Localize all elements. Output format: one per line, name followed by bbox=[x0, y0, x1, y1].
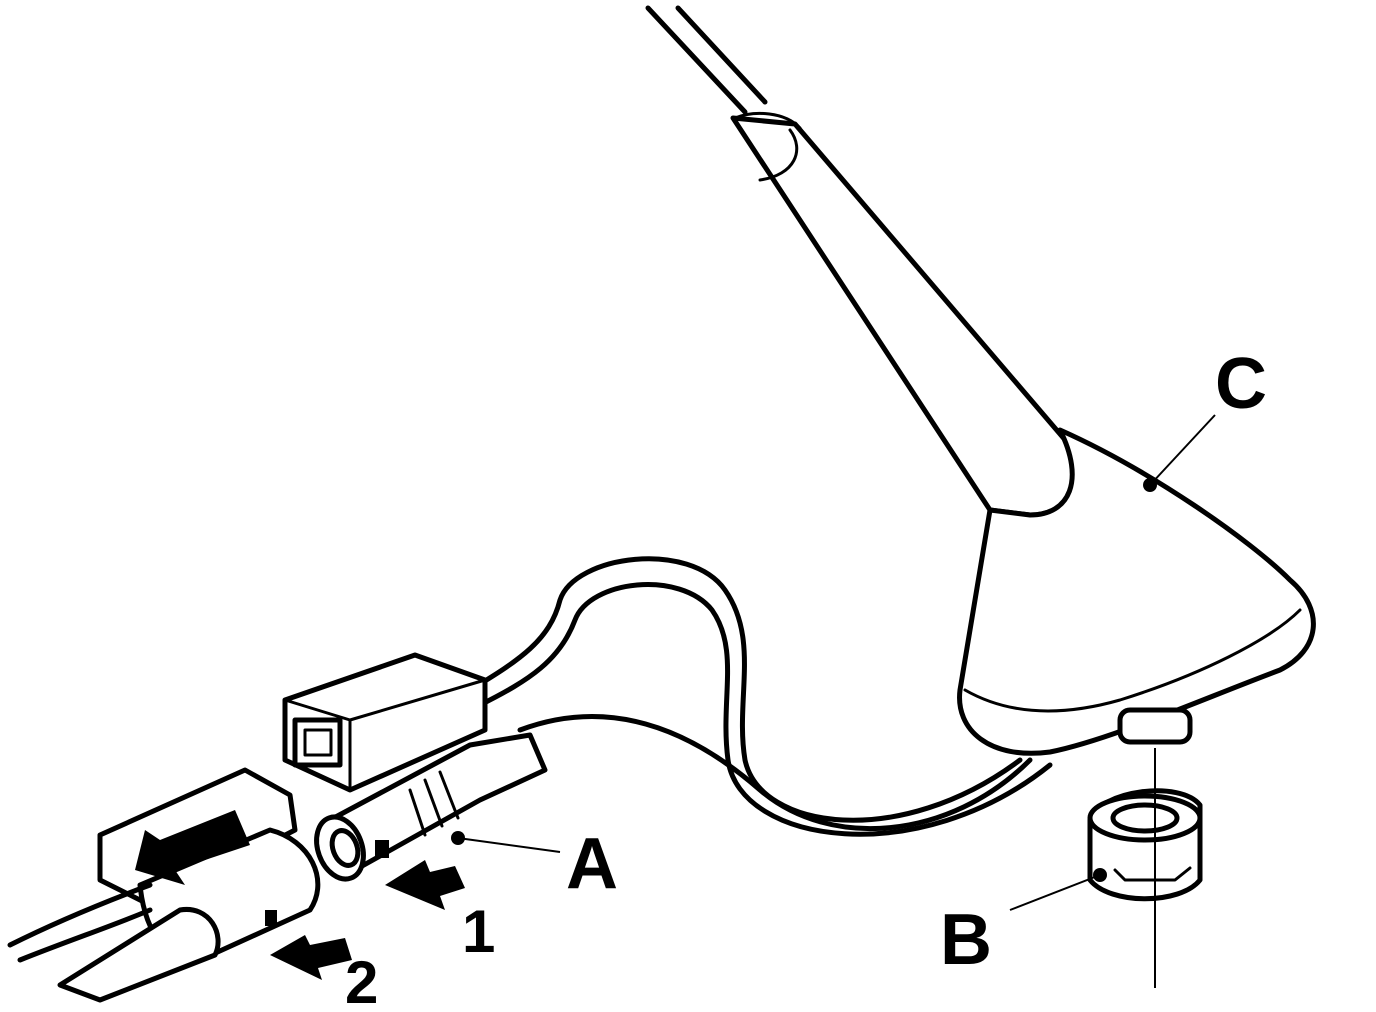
step-1-label: 1 bbox=[462, 898, 495, 965]
callout-a: A bbox=[566, 824, 618, 904]
release-arrow-icon bbox=[135, 810, 250, 885]
callout-c: C bbox=[1215, 344, 1267, 424]
step-2-label: 2 bbox=[345, 949, 378, 1012]
plug-housing-icon bbox=[282, 652, 488, 793]
coax-connector-icon bbox=[314, 732, 548, 882]
pull-arrow-icon bbox=[270, 935, 352, 980]
antenna-mast-icon bbox=[645, 5, 1079, 518]
mounting-nut-icon bbox=[1087, 788, 1203, 902]
antenna-base-icon bbox=[957, 427, 1316, 756]
release-clip-icon bbox=[7, 767, 321, 1003]
push-arrow-icon bbox=[385, 860, 465, 910]
leader-lines bbox=[451, 414, 1216, 911]
callout-b: B bbox=[940, 900, 992, 980]
coax-cable-icon bbox=[467, 556, 1053, 837]
